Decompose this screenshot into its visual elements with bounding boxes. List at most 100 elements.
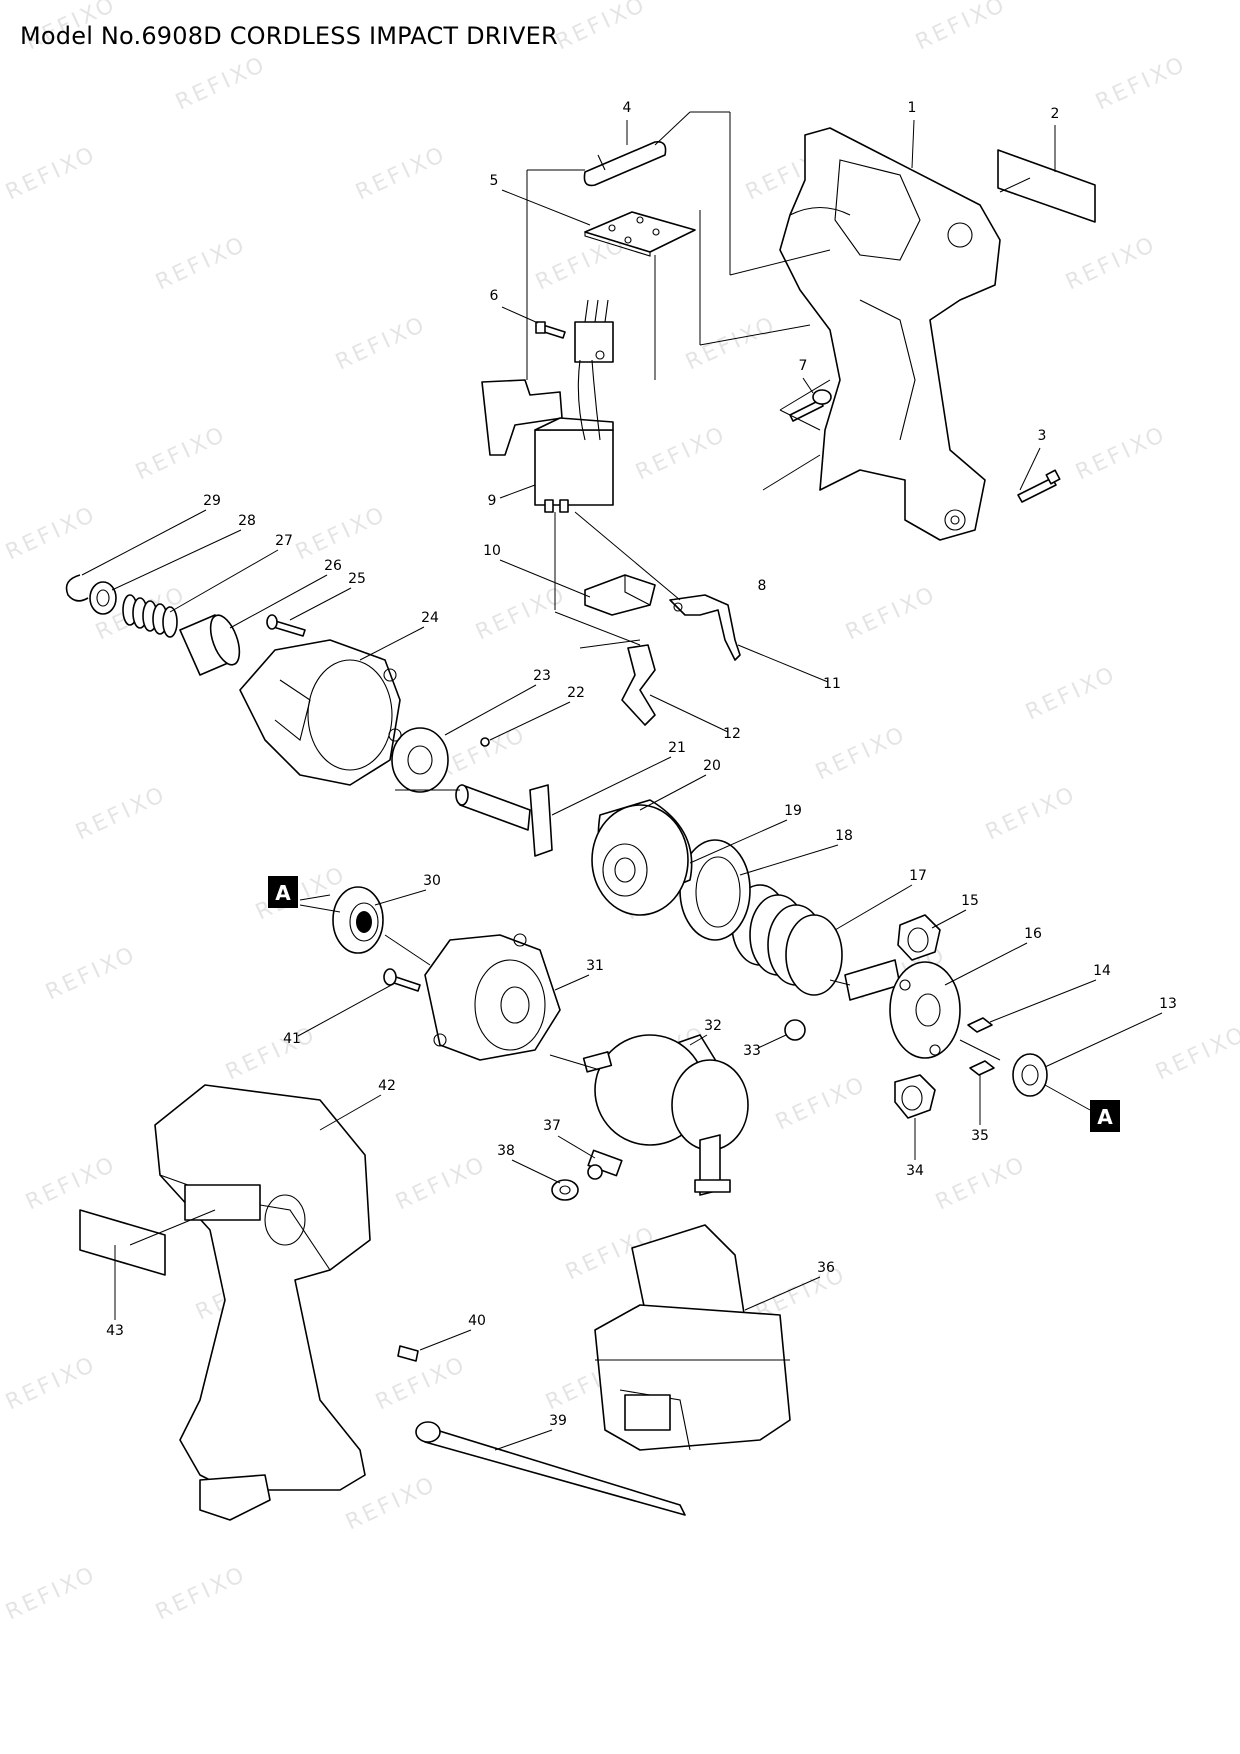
- part-36-battery: [594, 1224, 791, 1451]
- part-17-spring: [731, 884, 843, 996]
- part-number-17: 17: [909, 868, 927, 884]
- part-number-10: 10: [483, 543, 501, 559]
- watermark-text: REFIXO: [772, 1072, 871, 1136]
- watermark-text: REFIXO: [2, 1352, 101, 1416]
- assembly-guide-line: [299, 894, 331, 901]
- leader-line-part-2-secondary: [999, 177, 1031, 193]
- watermark-text: REFIXO: [982, 782, 1081, 846]
- leader-line-part-40: [419, 1329, 472, 1351]
- watermark-text: REFIXO: [812, 722, 911, 786]
- watermark-text: REFIXO: [2, 1562, 101, 1626]
- watermark-text: REFIXO: [332, 312, 431, 376]
- part-number-28: 28: [238, 513, 256, 529]
- leader-line-part-20: [639, 774, 707, 811]
- leader-line-part-26: [229, 574, 328, 629]
- leader-line-part-32: [689, 1034, 708, 1046]
- leader-line-part-9: [499, 484, 536, 499]
- section-marker-a-left: A: [268, 876, 298, 908]
- part-33-ball: [784, 1019, 806, 1041]
- part-7-screw: [789, 389, 832, 422]
- part-42-housing-left: [154, 1084, 371, 1521]
- leader-line-part-21: [551, 756, 672, 816]
- watermark-text: REFIXO: [392, 1152, 491, 1216]
- part-11-contact: [669, 594, 741, 661]
- part-38-cap: [551, 1179, 579, 1201]
- assembly-guide-line: [549, 1054, 601, 1071]
- part-number-38: 38: [497, 1143, 515, 1159]
- watermark-text: REFIXO: [72, 782, 171, 846]
- part-35-pin: [969, 1060, 995, 1076]
- part-number-39: 39: [549, 1413, 567, 1429]
- watermark-text: REFIXO: [1152, 1022, 1240, 1086]
- watermark-text: REFIXO: [1062, 232, 1161, 296]
- leader-line-part-33: [757, 1034, 787, 1049]
- assembly-guide-line: [654, 111, 691, 146]
- leader-lines: [81, 111, 1163, 1451]
- part-number-14: 14: [1093, 963, 1111, 979]
- leader-line-part-7: [802, 377, 814, 394]
- watermark-text: REFIXO: [1092, 52, 1191, 116]
- part-15-gear: [897, 914, 941, 961]
- leader-line-part-23: [444, 684, 537, 736]
- part-number-18: 18: [835, 828, 853, 844]
- part-number-27: 27: [275, 533, 293, 549]
- part-40-pin: [397, 1345, 419, 1362]
- assembly-guide-line: [959, 1039, 1001, 1061]
- part-number-25: 25: [348, 571, 366, 587]
- leader-line-part-31: [554, 974, 590, 991]
- leader-line-part-1: [911, 119, 915, 169]
- leader-line-part-15: [931, 909, 967, 929]
- part-number-12: 12: [723, 726, 741, 742]
- part-3-screw: [1017, 469, 1061, 503]
- leader-line-part-24: [359, 626, 425, 661]
- leader-line-part-37: [557, 1135, 596, 1159]
- watermark-text: REFIXO: [1022, 662, 1121, 726]
- watermark-text: REFIXO: [912, 0, 1011, 55]
- part-number-32: 32: [704, 1018, 722, 1034]
- watermark-text: REFIXO: [42, 942, 141, 1006]
- watermark-text: REFIXO: [932, 1152, 1031, 1216]
- leader-line-part-22: [489, 701, 571, 741]
- leader-line-part-17: [834, 884, 913, 931]
- part-41-screw: [383, 968, 421, 992]
- watermark-text: REFIXO: [632, 422, 731, 486]
- leader-line-part-3: [1019, 447, 1041, 491]
- assembly-guide-line: [384, 934, 431, 966]
- part-number-7: 7: [799, 358, 808, 374]
- watermark-text: REFIXO: [2, 502, 101, 566]
- watermark-text: REFIXO: [292, 502, 391, 566]
- page-title: Model No.6908D CORDLESS IMPACT DRIVER: [20, 22, 558, 50]
- part-number-26: 26: [324, 558, 342, 574]
- part-29-ring: [65, 574, 89, 602]
- svg-text:A: A: [1097, 1105, 1113, 1129]
- assembly-guide-line: [1044, 1084, 1091, 1111]
- part-22-ball: [480, 737, 490, 747]
- part-37-brush: [587, 1149, 623, 1180]
- part-number-43: 43: [106, 1323, 124, 1339]
- part-number-9: 9: [488, 493, 497, 509]
- part-number-19: 19: [784, 803, 802, 819]
- leader-line-part-5: [501, 189, 591, 226]
- part-number-31: 31: [586, 958, 604, 974]
- leader-line-part-25: [289, 587, 352, 621]
- part-32-motor: [582, 1034, 749, 1196]
- leader-line-part-13: [1044, 1012, 1163, 1068]
- part-number-24: 24: [421, 610, 439, 626]
- part-25-screw: [266, 614, 306, 637]
- assembly-guide-line: [829, 979, 851, 986]
- assembly-guide-line: [729, 249, 831, 276]
- part-number-11: 11: [823, 676, 841, 692]
- watermark-text: REFIXO: [552, 0, 651, 55]
- leader-line-part-11: [737, 644, 829, 683]
- watermark-text: REFIXO: [132, 422, 231, 486]
- leader-line-part-19: [689, 819, 788, 864]
- watermark-text: REFIXO: [152, 232, 251, 296]
- part-number-1: 1: [908, 100, 917, 116]
- part-5-plate: [584, 211, 696, 257]
- assembly-guide-line: [579, 639, 641, 649]
- svg-text:A: A: [275, 881, 291, 905]
- part-16-spindle: [844, 959, 961, 1059]
- part-number-13: 13: [1159, 996, 1177, 1012]
- part-20-hammer: [591, 799, 693, 916]
